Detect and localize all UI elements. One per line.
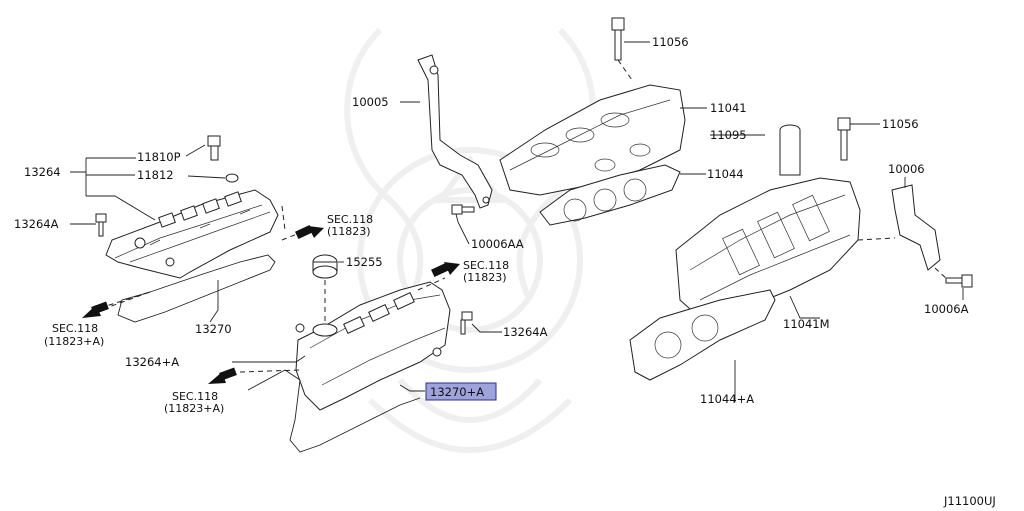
callout-sec118-mid-1: SEC.118	[327, 213, 373, 226]
callout-11044-plus-A: 11044+A	[700, 392, 754, 406]
cylinder-head-11041M	[675, 177, 861, 319]
head-gasket-11044	[539, 164, 681, 226]
pcv-valve	[207, 135, 221, 161]
head-gasket-11044-plus-A	[629, 289, 776, 381]
callout-11041M: 11041M	[783, 317, 830, 331]
callout-10006: 10006	[888, 162, 925, 176]
bracket-10005	[417, 54, 493, 209]
callout-sec118-left-1-sub: (11823+A)	[44, 335, 104, 348]
callout-13264A-mid: 13264A	[503, 325, 548, 339]
bolt-10006AA	[451, 204, 475, 215]
callout-11044: 11044	[707, 167, 744, 181]
callout-11812: 11812	[137, 168, 174, 182]
callout-13264A-left: 13264A	[14, 217, 59, 231]
gasket-13270-plus-A	[247, 369, 421, 453]
bolt-10006A	[945, 274, 973, 288]
callout-sec118-mid-1-sub: (11823)	[327, 225, 371, 238]
bolt-13264A-mid	[460, 311, 473, 335]
callout-10005: 10005	[352, 95, 389, 109]
bolt-13264A-left	[95, 213, 107, 237]
valve-cover-center	[295, 281, 451, 411]
callout-11056-right: 11056	[882, 117, 919, 131]
arrow-sec-mid-2	[431, 262, 460, 278]
callout-13270-plus-A[interactable]: 13270+A	[430, 385, 484, 399]
head-bolt-11056-top	[611, 17, 625, 61]
callout-sec118-left-1: SEC.118	[52, 322, 98, 335]
callout-11041: 11041	[710, 101, 747, 115]
callout-13270: 13270	[195, 322, 232, 336]
callout-11056-top: 11056	[652, 35, 689, 49]
callout-sec118-left-2-sub: (11823+A)	[164, 402, 224, 415]
callout-10006A: 10006A	[924, 302, 969, 316]
callout-sec118-left-2: SEC.118	[172, 390, 218, 403]
grommet-11812	[225, 173, 239, 183]
callout-13264: 13264	[24, 165, 61, 179]
arrow-sec-left-2	[208, 367, 237, 384]
cylinder-head-11041	[499, 84, 686, 196]
highlight-13270-plus-A	[425, 382, 497, 401]
callout-11810P: 11810P	[137, 150, 181, 164]
oil-filler-cap	[312, 254, 338, 279]
valve-cover-left	[105, 189, 279, 279]
callout-11095: 11095	[710, 128, 747, 142]
arrow-sec-mid-1	[295, 224, 324, 240]
bracket-10006	[891, 184, 941, 271]
plug-tube-11095	[779, 124, 801, 176]
callout-sec118-mid-2: SEC.118	[463, 259, 509, 272]
diagram-code: J11100UJ	[943, 494, 996, 508]
watermark-logo	[344, 27, 596, 453]
head-bolt-11056-right	[837, 117, 851, 161]
callout-sec118-mid-2-sub: (11823)	[463, 271, 507, 284]
callout-13264-plus-A: 13264+A	[125, 355, 179, 369]
callout-15255: 15255	[346, 255, 383, 269]
leader-lines	[70, 41, 964, 402]
arrow-sec-left-1	[82, 291, 151, 318]
callout-10006AA: 10006AA	[471, 237, 524, 251]
